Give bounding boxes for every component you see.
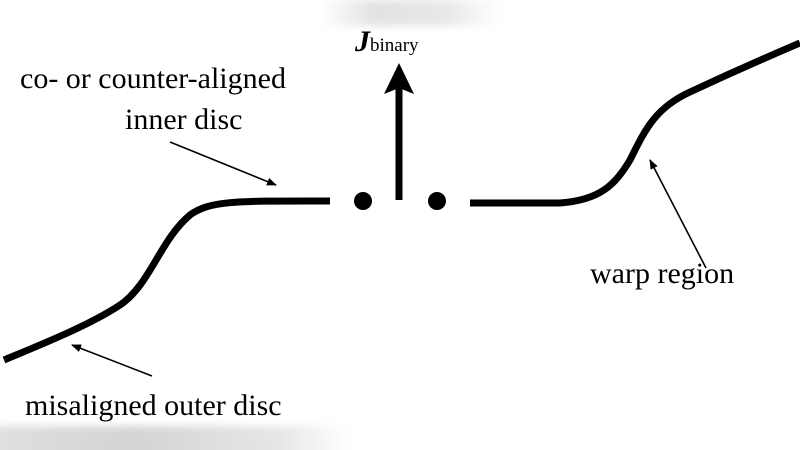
warp-region-label: warp region: [590, 257, 735, 290]
j-subscript: binary: [370, 35, 419, 56]
outer-disc-pointer-arrow: [71, 344, 153, 377]
binary-star-left: [354, 192, 372, 210]
warp-pointer-arrow: [649, 159, 707, 269]
j-binary-label: Jbinary: [355, 27, 419, 57]
co-counter-label-line1: co- or counter-aligned: [20, 62, 286, 95]
outer-disc-right-curve: [470, 39, 800, 207]
inner-disc-pointer-arrow: [169, 141, 277, 186]
binary-star-right: [428, 192, 446, 210]
outer-disc-left-curve: [2, 197, 331, 364]
blur-artifact-top: [320, 0, 500, 26]
misaligned-outer-disc-label: misaligned outer disc: [25, 389, 282, 422]
blur-artifact-bottom: [0, 426, 350, 450]
angular-momentum-arrowhead: [384, 63, 414, 94]
co-counter-label-line2: inner disc: [125, 103, 243, 136]
j-symbol: J: [355, 25, 370, 58]
